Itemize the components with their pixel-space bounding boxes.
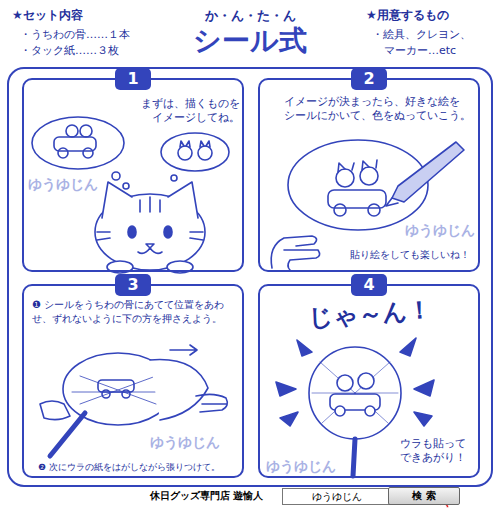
step-number: 1 [115,68,151,90]
instruction-text: まずは、描くものを イメージしてね。 [136,96,240,124]
step-panel: 3❶ シールをうちわの骨にあてて位置をあわせ、ずれないように下の方を押さえよう。… [22,284,244,478]
instruction-text: ❶ シールをうちわの骨にあてて位置をあわせ、ずれないように下の方を押さえよう。 [32,298,236,325]
list-item: マーカー…etc [384,44,456,57]
imagine-drawing [32,117,229,273]
step-panel: 4じゃ～ん！ウラも貼って できあがり！ [258,284,480,478]
watermark: ゆうゆじん [28,176,98,193]
list-item: ・絵具、クレヨン、 [372,28,471,41]
step-panel: 2イメージが決まったら、好きな絵を シールにかいて、色をぬっていこう。貼り絵をし… [258,78,480,272]
instruction-text: ❷ 次にウラの紙をはがしながら張りつけて。 [38,462,238,474]
step-number: 4 [351,274,387,296]
step-panel: 1まずは、描くものを イメージしてね。 [22,78,244,272]
list-item: ・うちわの骨……１本 [20,28,130,41]
field-text: ゆうゆじん [283,489,391,504]
watermark: ゆうゆじん [150,434,220,451]
section-heading: ★用意するもの [366,8,449,22]
outer-frame [8,68,492,486]
section-heading: ★セット内容 [12,8,83,22]
list-item: ・タック紙……３枚 [20,44,119,57]
instruction-text: イメージが決まったら、好きな絵を シールにかいて、色をぬっていこう。 [284,94,474,122]
instruction-text: 貼り絵をしても楽しいね！ [340,248,470,262]
step-number: 2 [351,68,387,90]
attach-sticker [40,345,227,456]
instruction-text: じゃ～ん！ [279,292,461,337]
step-number: 3 [115,274,151,296]
watermark: ゆうゆじん [266,458,336,475]
instruction-text: ウラも貼って できあがり！ [400,436,476,464]
shop-name: 休日グッズ専門店 遊愉人 [150,490,263,502]
watermark: ゆうゆじん [405,222,475,239]
field-text: 検 索 [389,488,459,503]
search-box: ゆうゆじん [282,488,392,505]
search-button: 検 索 [388,487,460,505]
